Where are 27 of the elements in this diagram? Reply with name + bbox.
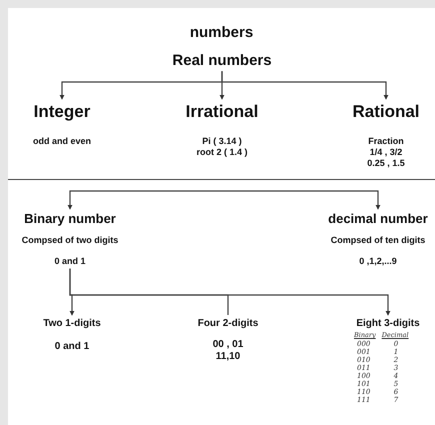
category-note: odd and even [33, 136, 91, 146]
category-note: 0 ,1,2,...9 [358, 256, 398, 267]
category-note: Compsed of ten digits [330, 234, 426, 246]
category-heading: Integer [33, 102, 91, 122]
connector-arrow [221, 71, 388, 100]
category-heading: Two 1-digits [43, 318, 101, 330]
category-heading: Rational [352, 102, 420, 122]
category-note: 1/4 , 3/2 [368, 146, 404, 158]
category-heading: Binary number [23, 212, 117, 227]
connector-arrow [68, 190, 224, 210]
category-heading: Irrational [186, 102, 258, 122]
connector-arrow [224, 190, 380, 210]
category-heading: Four 2-digits [198, 318, 258, 330]
category-note: 0 and 1 [53, 256, 86, 267]
category-heading: Eight 3-digits [356, 318, 420, 330]
category-heading: decimal number [328, 212, 428, 227]
category-note: 0.25 , 1.5 [366, 158, 406, 169]
category-note: 0 and 1 [54, 340, 90, 352]
category-note: Fraction [367, 136, 405, 146]
category-note: root 2 ( 1.4 ) [195, 146, 248, 158]
connector-arrow [69, 268, 390, 316]
category-note: 00 , 01 [212, 338, 244, 350]
category-label: Real numbers [172, 52, 272, 70]
category-note: Pi ( 3.14 ) [201, 136, 243, 146]
category-note: 11,10 [214, 351, 242, 362]
category-note: Compsed of two digits [22, 234, 118, 246]
diagram-title: numbers [188, 24, 254, 41]
